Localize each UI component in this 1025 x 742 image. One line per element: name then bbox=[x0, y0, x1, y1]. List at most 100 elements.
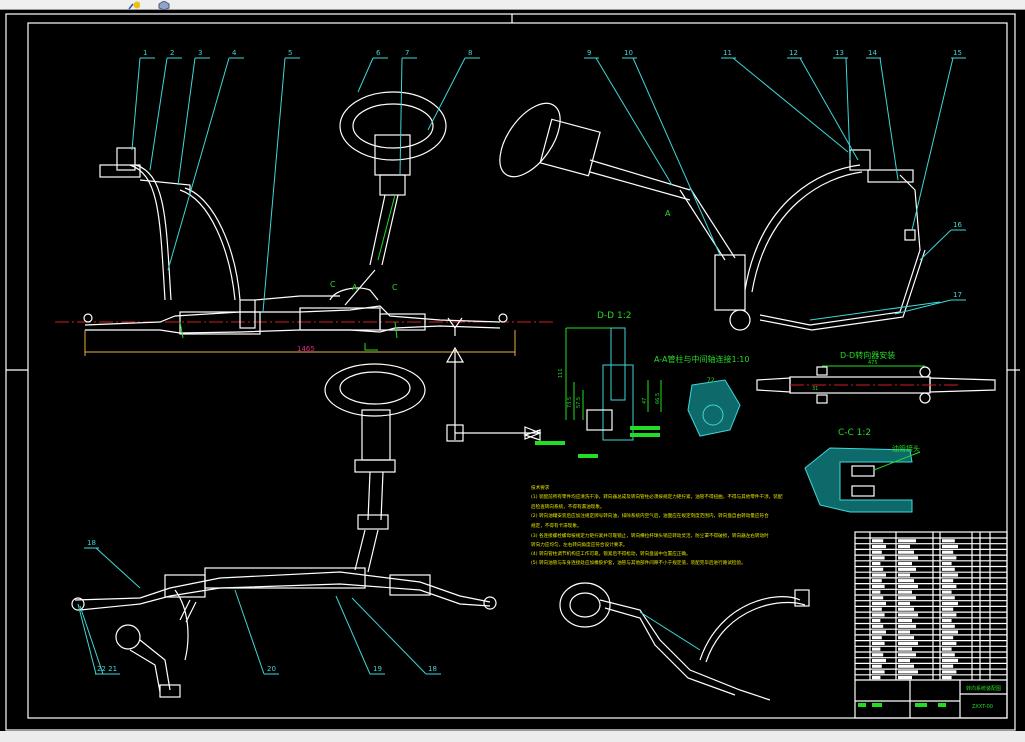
parts-list-cell-text bbox=[898, 624, 916, 628]
section-dd-view: D-D 1:2 111 73.5 57.5 47 66.5 bbox=[523, 311, 662, 458]
balloon-14: 14 bbox=[866, 49, 899, 181]
parts-list-cell-text bbox=[872, 544, 886, 549]
parts-list-cell-text bbox=[898, 567, 916, 571]
svg-text:转向力应均匀，左右转向角度应符合设计要求。: 转向力应均匀，左右转向角度应符合设计要求。 bbox=[531, 541, 627, 548]
steering-system-side-view: A bbox=[499, 102, 941, 331]
parts-list-cell-text bbox=[872, 624, 884, 628]
shape-icon[interactable] bbox=[158, 0, 170, 11]
parts-list-cell-text bbox=[872, 658, 886, 663]
svg-text:73.5: 73.5 bbox=[567, 397, 573, 408]
parts-list-cell-text bbox=[872, 584, 885, 588]
svg-text:111: 111 bbox=[558, 368, 564, 378]
parts-list-cell-text bbox=[942, 550, 954, 554]
parts-list-cell-text bbox=[872, 579, 882, 583]
application-toolbar bbox=[0, 0, 1025, 11]
svg-text:(3) 各连接螺栓螺母按规定力矩拧紧并可靠锁止，转向横拉杆球: (3) 各连接螺栓螺母按规定力矩拧紧并可靠锁止，转向横拉杆球头销应转动灵活，防尘… bbox=[531, 532, 769, 539]
section-mark-a: A bbox=[352, 283, 358, 292]
layer-icon[interactable] bbox=[128, 0, 141, 10]
section-cc-view: C-C 1:2 油管接头 bbox=[804, 428, 921, 513]
steering-gear-front-view: 1465 C A C bbox=[55, 91, 555, 356]
parts-list-cell-text bbox=[942, 624, 955, 628]
parts-list-cell-text bbox=[942, 590, 952, 594]
parts-list-cell-text bbox=[898, 653, 916, 657]
inner-frame bbox=[27, 22, 1008, 719]
svg-text:(5) 转向油管与车身连接处应加橡胶护套，油管与其他部件间隙: (5) 转向油管与车身连接处应加橡胶护套，油管与其他部件间隙不小于规定值，装配完… bbox=[531, 559, 746, 566]
parts-list-cell-text bbox=[942, 613, 957, 617]
balloon-10: 10 bbox=[622, 49, 721, 256]
parts-list-cell-text bbox=[898, 607, 914, 611]
svg-text:72: 72 bbox=[707, 377, 715, 384]
svg-text:16: 16 bbox=[953, 221, 962, 229]
balloon-9: 9 bbox=[584, 49, 673, 186]
parts-list-cell-text bbox=[872, 636, 882, 640]
ucs-axis-icon bbox=[445, 346, 542, 442]
svg-text:(1) 装配前所有零件均应清洗干净，转向器总成及转向管柱必须: (1) 装配前所有零件均应清洗干净，转向器总成及转向管柱必须按规定力矩拧紧，油管… bbox=[531, 493, 783, 500]
parts-list-cell-text bbox=[872, 647, 881, 651]
section-mark-c: C bbox=[330, 280, 336, 289]
overall-length-value: 1465 bbox=[297, 345, 315, 353]
reservoir bbox=[116, 147, 136, 171]
parts-list-cell-text bbox=[898, 539, 916, 543]
parts-list-cell-text bbox=[942, 596, 955, 600]
parts-list-cell-text bbox=[942, 556, 957, 560]
parts-list-cell-text bbox=[942, 562, 952, 566]
parts-list-cell-text bbox=[942, 641, 957, 645]
parts-list-cell-text bbox=[872, 550, 882, 554]
balloon-3: 3 bbox=[177, 49, 210, 186]
balloon-20: 20 bbox=[234, 589, 279, 675]
status-strip bbox=[0, 731, 1025, 742]
parts-list-cell-text bbox=[898, 658, 910, 663]
parts-list-cell-text bbox=[872, 653, 884, 657]
parts-list-cell-text bbox=[872, 613, 885, 617]
drawing-number: ZXXT-00 bbox=[972, 704, 993, 710]
parts-list-cell-text bbox=[942, 544, 958, 549]
parts-list-cell-text bbox=[898, 544, 910, 549]
parts-list-cell-text bbox=[942, 670, 957, 674]
parts-list-cell-text bbox=[872, 596, 884, 600]
parts-list-cell-text bbox=[898, 664, 914, 668]
balloon-18b: 18 bbox=[351, 597, 441, 675]
dd-install-title: D-D转向器安装 bbox=[840, 350, 895, 360]
parts-list-cell-text bbox=[942, 539, 955, 543]
svg-text:66.5: 66.5 bbox=[655, 393, 661, 404]
steering-wheel bbox=[324, 363, 426, 417]
parts-list-cell-text bbox=[898, 613, 918, 617]
parts-list-cell-text bbox=[898, 579, 914, 583]
section-mark-c: C bbox=[392, 283, 398, 292]
parts-list-cell-text bbox=[942, 653, 955, 657]
parts-list-cell-text bbox=[898, 619, 912, 623]
svg-text:12: 12 bbox=[789, 49, 798, 57]
balloon-18: 18 bbox=[84, 539, 141, 589]
cad-drawing-canvas[interactable]: 1465 C A C 1 2 3 4 5 6 7 8 bbox=[0, 10, 1025, 731]
svg-text:18: 18 bbox=[428, 665, 437, 673]
parts-list-cell-text bbox=[872, 573, 886, 577]
balloon-5: 5 bbox=[262, 49, 300, 313]
steering-system-top-view bbox=[71, 363, 497, 698]
parts-list-cell-text bbox=[898, 573, 910, 577]
balloon-6: 6 bbox=[357, 49, 388, 93]
svg-text:15: 15 bbox=[953, 49, 962, 57]
parts-list-cell-text bbox=[872, 607, 882, 611]
part-balloons-top-right: 9 10 11 12 13 14 15 16 17 bbox=[584, 49, 966, 315]
parts-list-cell-text bbox=[872, 567, 884, 571]
steering-wheel bbox=[499, 102, 561, 178]
parts-list-cell-text bbox=[872, 664, 882, 668]
drawing-title: 转向系统装配图 bbox=[966, 685, 1001, 692]
section-aa-view: A-A管柱与中间轴连接1:10 72 bbox=[654, 354, 749, 437]
svg-text:31: 31 bbox=[812, 386, 818, 392]
balloon-4: 4 bbox=[167, 49, 244, 271]
title-block: 转向系统装配图 ZXXT-00 bbox=[855, 679, 1007, 718]
svg-text:13: 13 bbox=[835, 49, 844, 57]
svg-text:9: 9 bbox=[587, 49, 591, 57]
svg-text:3: 3 bbox=[198, 49, 202, 57]
parts-list-cell-text bbox=[872, 590, 881, 594]
balloon-7: 7 bbox=[399, 49, 417, 176]
parts-list-cell-text bbox=[898, 556, 918, 560]
aa-title: A-A管柱与中间轴连接1:10 bbox=[654, 354, 749, 364]
parts-list-cell-text bbox=[872, 619, 881, 623]
parts-list-cell-text bbox=[898, 596, 916, 600]
section-mark-a: A bbox=[665, 209, 671, 218]
parts-list-cell-text bbox=[898, 647, 912, 651]
steering-wheel bbox=[339, 91, 447, 161]
parts-list-cell-text bbox=[872, 630, 886, 634]
